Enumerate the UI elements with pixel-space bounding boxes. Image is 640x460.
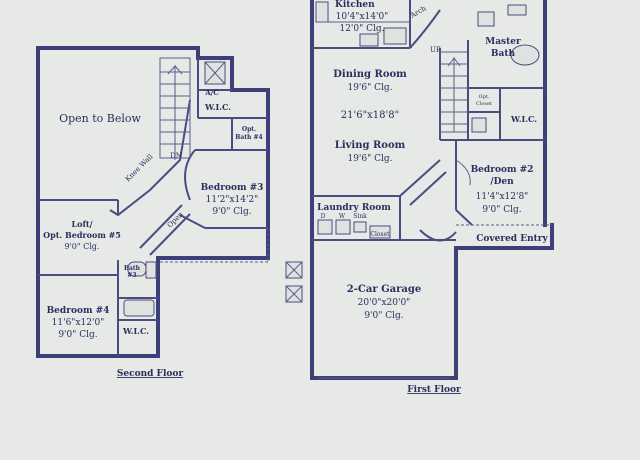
garage-size: 20'0"x20'0"	[358, 298, 411, 308]
bedroom3-ceiling: 9'0" Clg.	[212, 207, 251, 217]
opt-bath4-label-line1: Opt.	[242, 126, 256, 133]
arch-label: Arch	[408, 4, 428, 20]
laundry-closet-label: Closet	[370, 231, 390, 238]
ac-label: A/C	[204, 88, 219, 97]
bedroom2-name-line2: /Den	[490, 177, 514, 187]
opt-closet-label-line1: Opt.	[479, 94, 490, 100]
bedroom2-size: 11'4"x12'8"	[476, 192, 529, 202]
loft-label-line2: Opt. Bedroom #5	[43, 230, 121, 240]
bath3-label-line1: Bath	[124, 265, 141, 272]
dining-room-name: Dining Room	[333, 69, 407, 80]
master-bath-label-line1: Master	[485, 37, 521, 47]
bedroom2-ceiling: 9'0" Clg.	[482, 205, 521, 215]
laundry-room-label: Laundry Room	[317, 203, 391, 213]
up-label: UP	[430, 46, 441, 54]
dining-room-ceiling: 19'6" Clg.	[347, 83, 392, 93]
second-floor-caption: Second Floor	[117, 369, 183, 379]
bedroom4-ceiling: 9'0" Clg.	[58, 330, 97, 340]
stair-marks	[285, 261, 303, 303]
dn-label: DN	[170, 152, 182, 160]
knee-wall-label: Knee Wall	[124, 152, 155, 183]
opt-bath4-label-line2: Bath #4	[235, 134, 262, 141]
second-floor-plan	[36, 46, 270, 358]
first-floor-caption: First Floor	[407, 385, 461, 395]
living-room-name: Living Room	[335, 140, 406, 151]
kitchen-name: Kitchen	[335, 0, 375, 10]
bedroom2-name-line1: Bedroom #2	[471, 165, 534, 175]
loft-label-line1: Loft/	[71, 219, 92, 229]
bedroom3-name: Bedroom #3	[201, 183, 264, 193]
garage-name: 2-Car Garage	[347, 284, 421, 295]
kitchen-ceiling: 12'0" Clg.	[339, 24, 384, 34]
open-to-below-label: Open to Below	[59, 112, 141, 125]
laundry-dryer-label: D	[321, 213, 326, 220]
bath3-label-line2: #3	[127, 272, 136, 279]
garage-ceiling: 9'0" Clg.	[364, 311, 403, 321]
living-room-ceiling: 19'6" Clg.	[347, 154, 392, 164]
open-rail-label: Open	[166, 210, 185, 229]
bedroom4-name: Bedroom #4	[47, 306, 110, 316]
laundry-sink-label: Sink	[353, 213, 367, 220]
kitchen-size: 10'4"x14'0"	[336, 12, 389, 22]
loft-ceiling: 9'0" Clg.	[65, 242, 100, 251]
bedroom3-size: 11'2"x14'2"	[206, 195, 259, 205]
first-floor-wic-label: W.I.C.	[510, 114, 537, 124]
covered-entry-label: Covered Entry	[476, 234, 548, 244]
first-floor-plan	[310, 0, 554, 380]
wic-bottom-label: W.I.C.	[122, 326, 149, 336]
laundry-washer-label: W	[339, 213, 346, 220]
dining-living-size: 21'6"x18'8"	[341, 110, 400, 121]
opt-closet-label-line2: Closet	[476, 101, 492, 107]
master-bath-label-line2: Bath	[491, 49, 516, 59]
wic-top-label: W.I.C.	[204, 102, 231, 112]
bedroom4-size: 11'6"x12'0"	[52, 318, 105, 328]
